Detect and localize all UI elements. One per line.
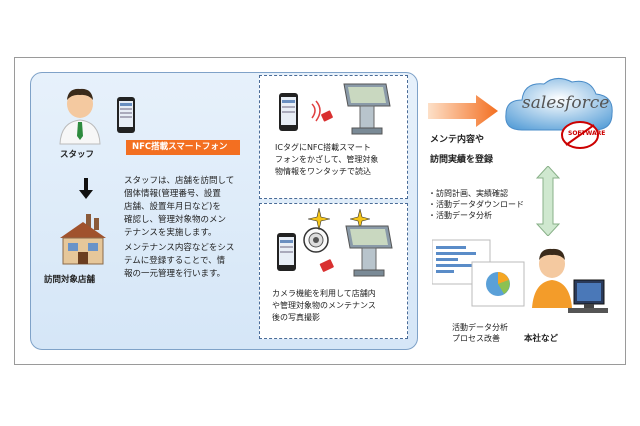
hq-label: 本社など [524, 334, 559, 344]
analysis-label: 活動データ分析 プロセス改善 [452, 323, 508, 343]
down-arrow-icon [79, 178, 93, 199]
flash-sparkle-icon [308, 208, 330, 230]
camera-photo-text: カメラ機能を利用して店舗内 や管理対象物のメンテナンス 後の写真撮影 [272, 289, 376, 322]
right-arrow-icon [428, 95, 498, 127]
camera-lens-icon [303, 227, 329, 253]
hq-operator-icon [532, 248, 608, 313]
kiosk-terminal-icon [343, 83, 391, 135]
ic-tag-icon [319, 259, 334, 272]
staff-person-icon [59, 88, 101, 145]
smartphone-icon [279, 93, 298, 131]
no-software-badge-icon [561, 121, 599, 149]
hq-features-list: ・訪問計画、実績確認 ・活動データダウンロード ・活動データ分析 [428, 189, 524, 220]
smartphone-icon [117, 97, 135, 133]
analytics-dashboard-icon [432, 239, 525, 307]
bidirectional-arrow-icon [536, 166, 560, 236]
smartphone-icon [277, 233, 296, 271]
registration-description: メンテナンス内容などをシス テムに登録することで、情 報の一元管理を行います。 [124, 243, 235, 279]
nfc-signal-icon [311, 100, 333, 122]
kiosk-terminal-icon [345, 225, 393, 277]
nfc-phone-banner: NFC搭載スマートフォン [126, 140, 240, 155]
ic-tag-read-text: ICタグにNFC搭載スマート フォンをかざして、管理対象 物情報をワンタッチで読… [275, 143, 379, 176]
staff-label: スタッフ [60, 150, 95, 160]
staff-description: スタッフは、店舗を訪問して 個体情報(管理番号、設置 店舗、設置年月日など)を … [124, 176, 235, 238]
software-badge-text: SOFTWARE [568, 130, 606, 137]
store-building-icon [60, 214, 106, 265]
salesforce-logo: salesforce [522, 93, 610, 113]
salesforce-cloud-icon [505, 78, 613, 131]
maintenance-register-label: メンテ内容や 訪問実績を登録 [430, 135, 494, 165]
flash-sparkle-icon [350, 209, 370, 229]
store-label: 訪問対象店舗 [44, 275, 96, 285]
